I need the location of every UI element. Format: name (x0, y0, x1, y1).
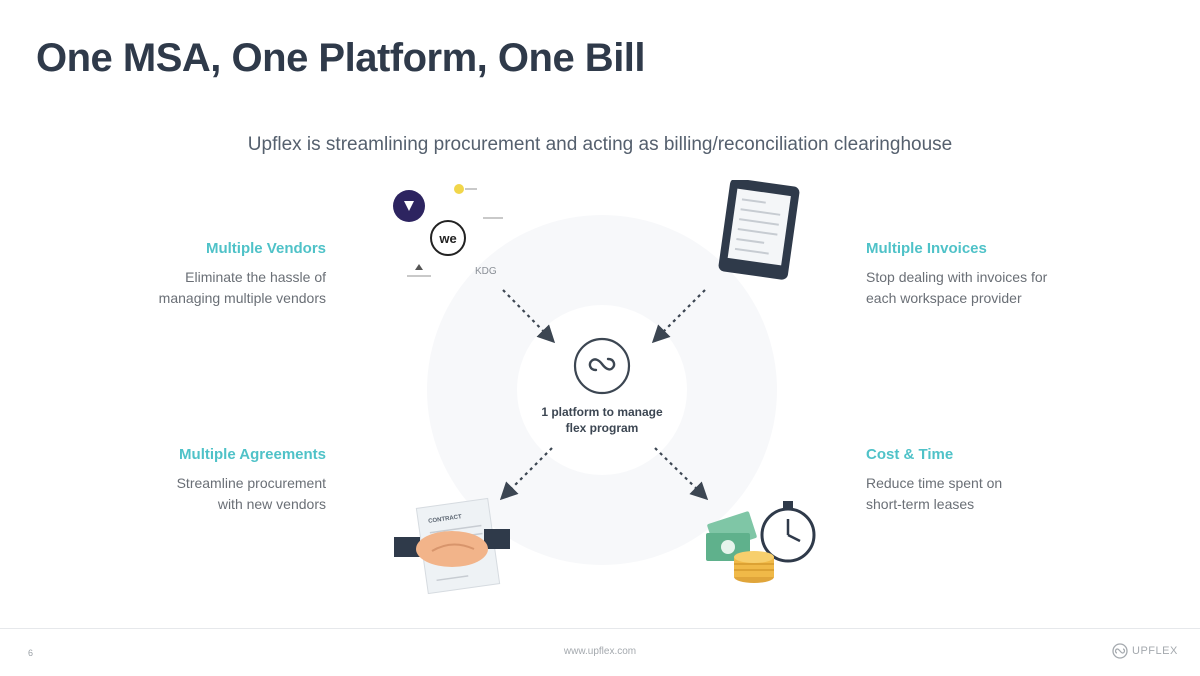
arrow-hub-to-agreements (499, 447, 553, 501)
block-line: Stop dealing with invoices for (866, 269, 1048, 285)
block-multiple-vendors: Multiple Vendors Eliminate the hassle of… (96, 240, 326, 309)
block-line: with new vendors (217, 496, 326, 512)
block-line: short-term leases (866, 496, 975, 512)
arrow-hub-to-cost (654, 447, 709, 501)
block-line: managing multiple vendors (158, 290, 326, 306)
slide-title: One MSA, One Platform, One Bill (36, 36, 646, 80)
block-heading: Multiple Invoices (866, 240, 987, 257)
hub-label: 1 platform to manage flex program (517, 404, 687, 436)
wework-logo-text: we (438, 231, 456, 246)
block-heading: Multiple Vendors (205, 240, 326, 257)
block-cost-and-time: Cost & Time Reduce time spent on short-t… (866, 446, 1126, 515)
hub-label-line2: flex program (565, 421, 639, 435)
kdg-logo-text: KDG (475, 266, 497, 277)
money-and-stopwatch-icon (706, 501, 816, 583)
arrow-invoices-to-hub (651, 289, 706, 344)
block-line: Streamline procurement (176, 475, 326, 491)
block-heading: Multiple Agreements (179, 446, 326, 463)
block-line: each workspace provider (866, 290, 1022, 306)
footer-url: www.upflex.com (563, 646, 637, 657)
invoice-tablet-icon (718, 180, 800, 280)
block-heading: Cost & Time (866, 446, 954, 463)
page-number: 6 (28, 648, 34, 658)
block-line: Eliminate the hassle of (185, 269, 326, 285)
arrow-vendors-to-hub (502, 289, 556, 344)
slide-subtitle: Upflex is streamlining procurement and a… (247, 134, 953, 155)
upflex-infinity-logo-icon (573, 337, 631, 395)
block-line: Reduce time spent on (866, 475, 1003, 491)
vendor-logo-yellow-icon (454, 184, 464, 194)
hub-label-line1: 1 platform to manage (541, 405, 663, 419)
footer-brand: UPFLEX (1132, 645, 1178, 657)
footer-divider (0, 628, 1200, 629)
block-multiple-agreements: Multiple Agreements Streamline procureme… (96, 446, 326, 515)
upflex-footer-logo-icon (1112, 643, 1128, 659)
contract-handshake-icon: CONTRACT (394, 497, 510, 595)
vendor-logos-illustration: we KDG (393, 184, 503, 277)
contract-label: CONTRACT (428, 514, 463, 525)
wework-logo-icon (430, 220, 466, 256)
block-multiple-invoices: Multiple Invoices Stop dealing with invo… (866, 240, 1126, 309)
